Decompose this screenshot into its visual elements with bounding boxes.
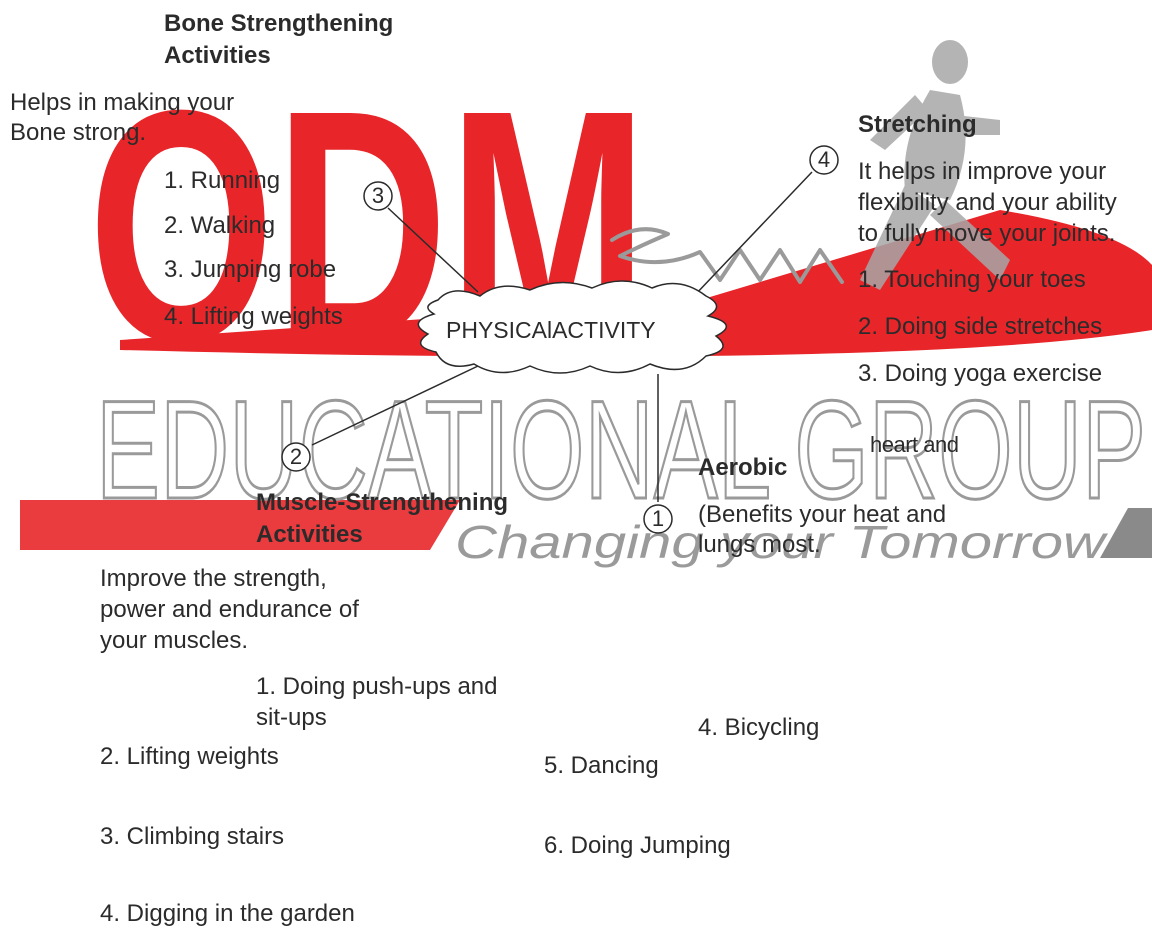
number-3-label: 3 (371, 183, 385, 208)
watermark-tagline: Changing your Tomorrow (455, 516, 1108, 568)
watermark-runner-figure (860, 40, 1010, 290)
muscle-item: 3. Climbing stairs (100, 823, 285, 850)
stretching-item: 3. Doing yoga exercise (858, 360, 1103, 387)
aerobic-item: 5. Dancing (544, 752, 659, 779)
number-1-label: 1 (651, 506, 665, 531)
aerobic-title: Aerobic (698, 454, 788, 481)
muscle-item: 1. Doing push-ups and (256, 673, 498, 700)
number-circle-3 (363, 181, 393, 211)
aerobic-item: 6. Doing Jumping (544, 832, 731, 859)
stretching-desc-line2: flexibility and your ability (858, 189, 1117, 216)
aerobic-desc-line2: lungs most. (698, 531, 821, 558)
watermark-red-bar (20, 500, 460, 550)
bone-desc-line2: Bone strong. (10, 119, 147, 146)
aerobic-desc-line1: (Benefits your heat and (698, 501, 947, 528)
aerobic-overlay-text: heart and (870, 432, 959, 457)
bone-item: 3. Jumping robe (164, 256, 337, 283)
connector-2 (311, 365, 479, 446)
stretching-title: Stretching (858, 111, 977, 138)
number-circle-2 (281, 442, 311, 472)
muscle-desc-line2: power and endurance of (100, 596, 359, 623)
muscle-desc-line1: Improve the strength, (100, 565, 327, 592)
muscle-title-line2: Activities (256, 521, 363, 548)
muscle-item: 4. Digging in the garden (100, 900, 355, 927)
watermark-group-text: EDUCATIONAL GROUP (96, 371, 1146, 528)
bone-desc-line1: Helps in making your (10, 89, 235, 116)
number-2-label: 2 (289, 444, 303, 469)
watermark-signature (610, 227, 844, 284)
center-label: PHYSICAlACTIVITY (446, 317, 656, 343)
number-circle-4 (809, 145, 839, 175)
stretching-desc-line1: It helps in improve your (858, 158, 1107, 185)
stretching-item: 2. Doing side stretches (858, 313, 1103, 340)
number-4-label: 4 (817, 147, 831, 172)
bone-item: 1. Running (164, 167, 281, 194)
muscle-title-line1: Muscle-Strengthening (256, 489, 509, 516)
connector-4 (693, 171, 813, 297)
aerobic-item: 4. Bicycling (698, 714, 820, 741)
bone-item: 2. Walking (164, 212, 276, 239)
muscle-desc-line3: your muscles. (100, 627, 249, 654)
watermark-tagline-bar (1100, 508, 1152, 558)
muscle-item: 2. Lifting weights (100, 743, 279, 770)
stretching-desc-line3: to fully move your joints. (858, 220, 1116, 247)
bone-item: 4. Lifting weights (164, 303, 343, 330)
muscle-item-continuation: sit-ups (256, 704, 327, 731)
connector-3 (387, 207, 479, 293)
bone-title-line2: Activities (164, 42, 271, 69)
number-circle-1 (643, 504, 673, 534)
bone-title-line1: Bone Strengthening (164, 10, 394, 37)
stretching-item: 1. Touching your toes (858, 266, 1086, 293)
physical-activity-cloud (417, 280, 727, 374)
